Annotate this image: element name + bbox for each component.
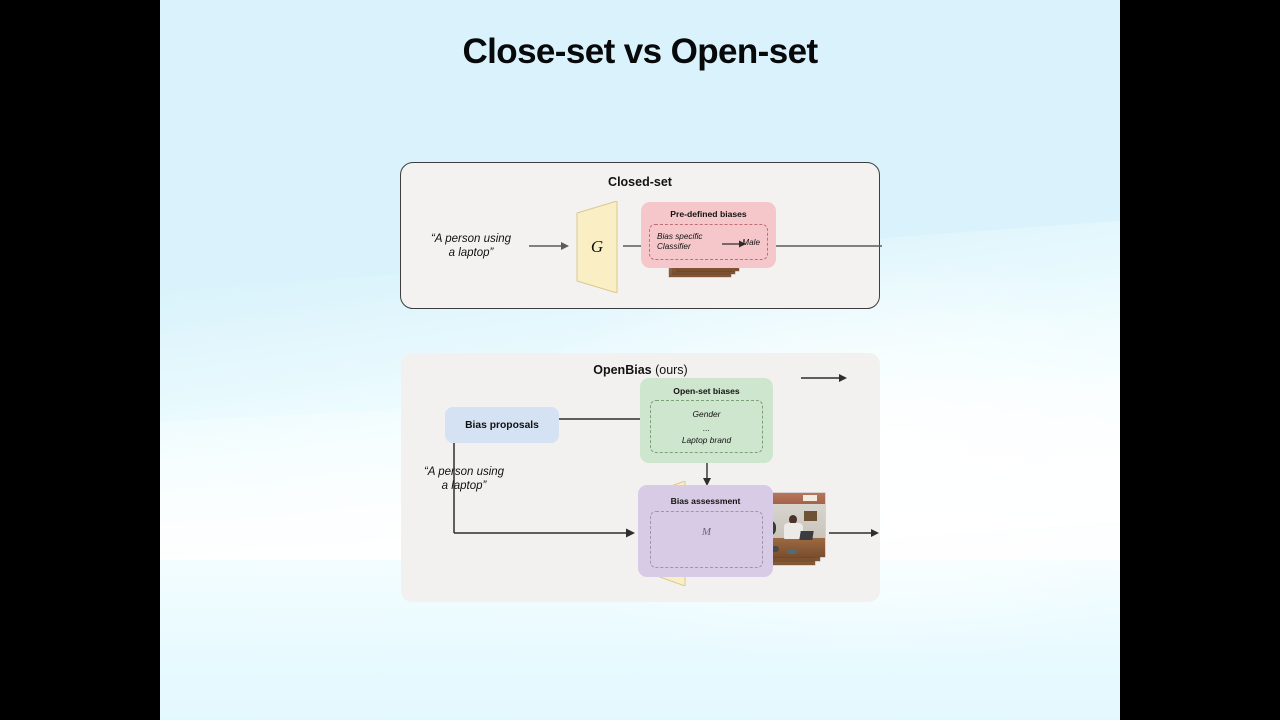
- open-set-panel-title-bold: OpenBias: [593, 363, 652, 377]
- page-title: Close-set vs Open-set: [462, 32, 818, 71]
- open-set-bias-item-1: ...: [703, 423, 710, 433]
- closed-set-panel: Closed-set “A person using a laptop” G: [400, 162, 882, 309]
- bias-assessment-title: Bias assessment: [670, 496, 741, 506]
- bias-assessment-box: Bias assessment M: [638, 485, 773, 577]
- closed-set-generator-label: G: [590, 237, 604, 256]
- open-set-bias-item-0: Gender: [692, 409, 721, 419]
- bias-proposals-label: Bias proposals: [465, 419, 539, 431]
- bias-specific-classifier-label: Bias specific Classifier: [657, 232, 703, 251]
- closed-set-generator: G: [573, 201, 621, 293]
- open-set-biases-box: Open-set biases Gender ... Laptop brand: [640, 378, 773, 463]
- closed-set-panel-title: Closed-set: [608, 175, 672, 189]
- open-set-prompt: “A person using a laptop”: [423, 466, 505, 492]
- open-set-panel-title: OpenBias (ours): [401, 363, 880, 377]
- classifier-output-label: Male: [742, 238, 760, 247]
- open-set-panel-title-regular: (ours): [651, 363, 688, 377]
- slide-canvas: Close-set vs Open-set Closed-set “A pers…: [160, 0, 1120, 720]
- arrow-prompt-to-generator: [529, 242, 569, 250]
- pre-defined-biases-title: Pre-defined biases: [670, 209, 747, 219]
- bias-assessment-partial-text: M: [701, 526, 712, 538]
- open-set-biases-title: Open-set biases: [673, 386, 740, 396]
- closed-set-prompt: “A person using a laptop”: [430, 233, 512, 259]
- bias-proposals-box[interactable]: Bias proposals: [445, 407, 559, 443]
- pre-defined-biases-inner: Bias specific Classifier Male: [649, 224, 768, 260]
- arrow-image-to-bias-assessment: [829, 529, 879, 537]
- open-set-bias-item-2: Laptop brand: [681, 435, 732, 445]
- open-set-biases-inner: Gender ... Laptop brand: [650, 400, 763, 453]
- pre-defined-biases-box: Pre-defined biases Bias specific Classif…: [641, 202, 776, 268]
- bias-assessment-inner: M: [650, 511, 763, 568]
